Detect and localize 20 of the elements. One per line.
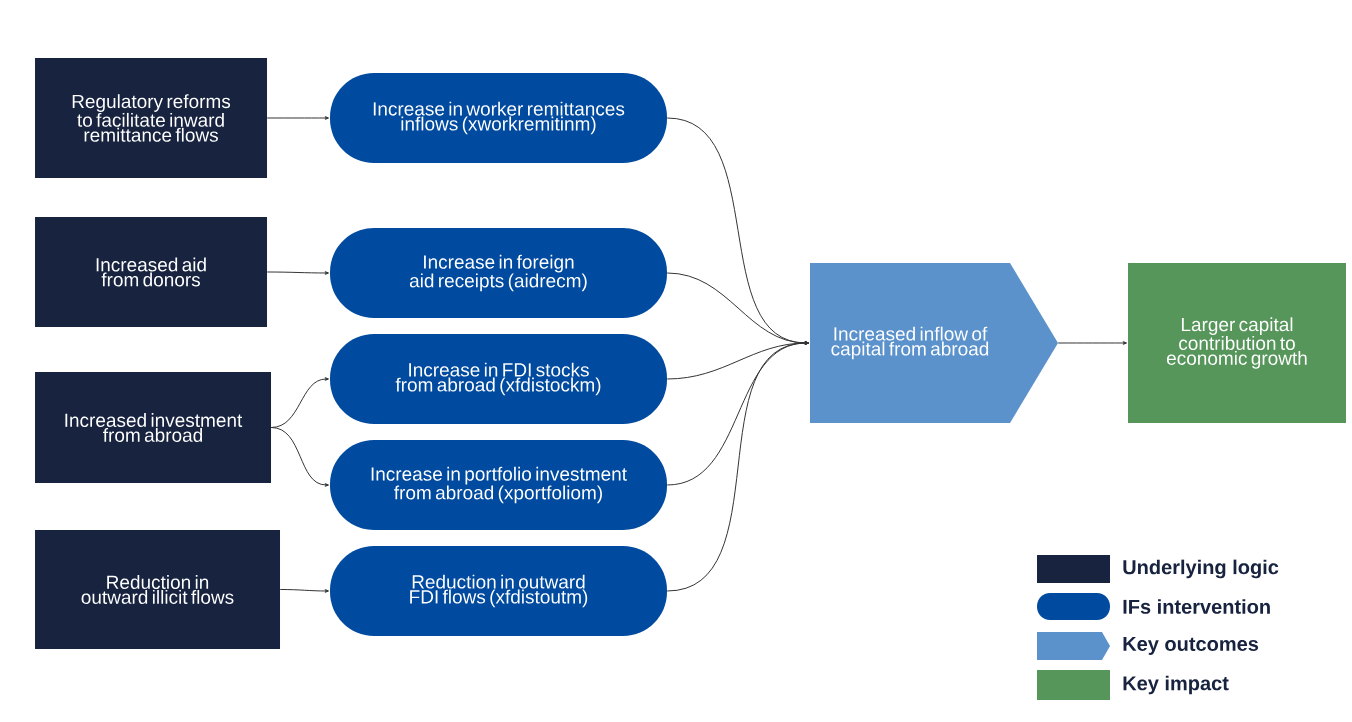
process-box: Increased aid from donors [35, 217, 267, 327]
arrow [666, 341, 809, 592]
legend-label: Underlying logic [1123, 559, 1279, 579]
legend-label: Key impact [1123, 675, 1229, 695]
arrow [266, 271, 329, 275]
impact-box: Larger capital contribution to economic growth [1128, 263, 1346, 423]
legend-label: IFs intervention [1123, 599, 1270, 614]
arrow [270, 427, 329, 487]
process-box: Increased investment from abroad [35, 372, 271, 483]
intervention-pill: Increase in worker remittances inflows (xworkremitinm) [330, 73, 667, 163]
intervention-pill: Reduction in outward FDI flows (xfdistoutm) [330, 546, 667, 636]
intervention-pill: Increase in foreign aid receipts (aidrecm) [330, 228, 667, 318]
arrow [1057, 341, 1127, 345]
intervention-pill: Increase in FDI stocks from abroad (xfdistockm) [330, 334, 667, 424]
arrow [279, 589, 329, 593]
intervention-pill: Increase in portfolio investment from abroad (xportfoliom) [330, 440, 667, 530]
process-box: Reduction in outward illicit flows [35, 530, 280, 649]
arrow [266, 116, 329, 120]
legend-label: Key outcomes [1123, 637, 1259, 655]
process-box: Regulatory reforms to facilitate inward remittance flows [35, 58, 267, 178]
